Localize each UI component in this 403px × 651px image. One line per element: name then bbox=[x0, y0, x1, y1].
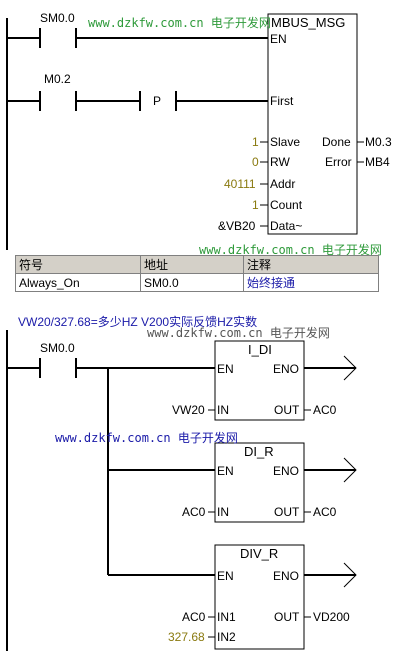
watermark-2: www.dzkfw.com.cn 电子开发网 bbox=[199, 243, 382, 257]
symbol-header: 符号 bbox=[15, 255, 141, 274]
div-r-in2-value: 327.68 bbox=[168, 630, 205, 644]
i-di-in-value: VW20 bbox=[172, 403, 205, 417]
di-r-out-label: OUT bbox=[274, 505, 300, 519]
address-cell[interactable]: SM0.0 bbox=[140, 273, 244, 292]
i-di-out-label: OUT bbox=[274, 403, 300, 417]
contact-label-m02: M0.2 bbox=[44, 72, 71, 86]
mbus-msg-title: MBUS_MSG bbox=[271, 15, 346, 30]
slave-value: 1 bbox=[252, 135, 259, 149]
error-value: MB4 bbox=[365, 155, 390, 169]
div-r-block bbox=[214, 544, 305, 650]
mbus-en-label: EN bbox=[270, 32, 287, 46]
rw-label: RW bbox=[270, 155, 290, 169]
contact-label-sm00-2: SM0.0 bbox=[40, 341, 75, 355]
pulse-label: P bbox=[153, 94, 162, 108]
i-di-in-label: IN bbox=[217, 403, 229, 417]
watermark-4: www.dzkfw.com.cn 电子开发网 bbox=[55, 431, 238, 445]
div-r-out-value: VD200 bbox=[313, 610, 350, 624]
data-label: Data~ bbox=[270, 219, 303, 233]
watermark-1: www.dzkfw.com.cn 电子开发网 bbox=[88, 16, 271, 30]
div-r-in1-label: IN1 bbox=[217, 610, 236, 624]
di-r-block bbox=[214, 442, 305, 523]
count-value: 1 bbox=[252, 198, 259, 212]
comment-header: 注释 bbox=[243, 255, 379, 274]
div-r-title: DIV_R bbox=[240, 546, 279, 561]
div-r-out-label: OUT bbox=[274, 610, 300, 624]
mbus-msg-block bbox=[267, 13, 358, 235]
i-di-block bbox=[214, 340, 305, 421]
symbol-table: 符号 地址 注释 Always_On SM0.0 始终接通 bbox=[15, 255, 379, 292]
di-r-in-label: IN bbox=[217, 505, 229, 519]
comment-cell[interactable]: 始终接通 bbox=[243, 273, 379, 292]
rw-value: 0 bbox=[252, 155, 259, 169]
contact-label-sm00: SM0.0 bbox=[40, 11, 75, 25]
i-di-eno: ENO bbox=[273, 362, 300, 376]
network-comment[interactable]: VW20/327.68=多少HZ V200实际反馈HZ实数 bbox=[18, 315, 258, 329]
mbus-first-label: First bbox=[270, 94, 294, 108]
count-label: Count bbox=[270, 198, 303, 212]
done-value: M0.3 bbox=[365, 135, 392, 149]
addr-value: 40111 bbox=[224, 177, 256, 191]
table-row[interactable]: Always_On SM0.0 始终接通 bbox=[15, 273, 379, 292]
di-r-en: EN bbox=[217, 464, 234, 478]
done-label: Done bbox=[322, 135, 351, 149]
address-header: 地址 bbox=[140, 255, 244, 274]
div-r-en: EN bbox=[217, 569, 234, 583]
di-r-out-value: AC0 bbox=[313, 505, 337, 519]
i-di-en: EN bbox=[217, 362, 234, 376]
addr-label: Addr bbox=[270, 177, 296, 191]
watermark-3: www.dzkfw.com.cn 电子开发网 bbox=[147, 326, 330, 340]
di-r-in-value: AC0 bbox=[182, 505, 206, 519]
i-di-out-value: AC0 bbox=[313, 403, 337, 417]
div-r-in2-label: IN2 bbox=[217, 630, 236, 644]
i-di-title: I_DI bbox=[248, 342, 272, 357]
di-r-eno: ENO bbox=[273, 464, 300, 478]
symbol-cell[interactable]: Always_On bbox=[15, 273, 141, 292]
slave-label: Slave bbox=[270, 135, 301, 149]
error-label: Error bbox=[325, 155, 352, 169]
di-r-title: DI_R bbox=[244, 444, 274, 459]
data-value: &VB20 bbox=[218, 219, 256, 233]
div-r-in1-value: AC0 bbox=[182, 610, 206, 624]
div-r-eno: ENO bbox=[273, 569, 300, 583]
